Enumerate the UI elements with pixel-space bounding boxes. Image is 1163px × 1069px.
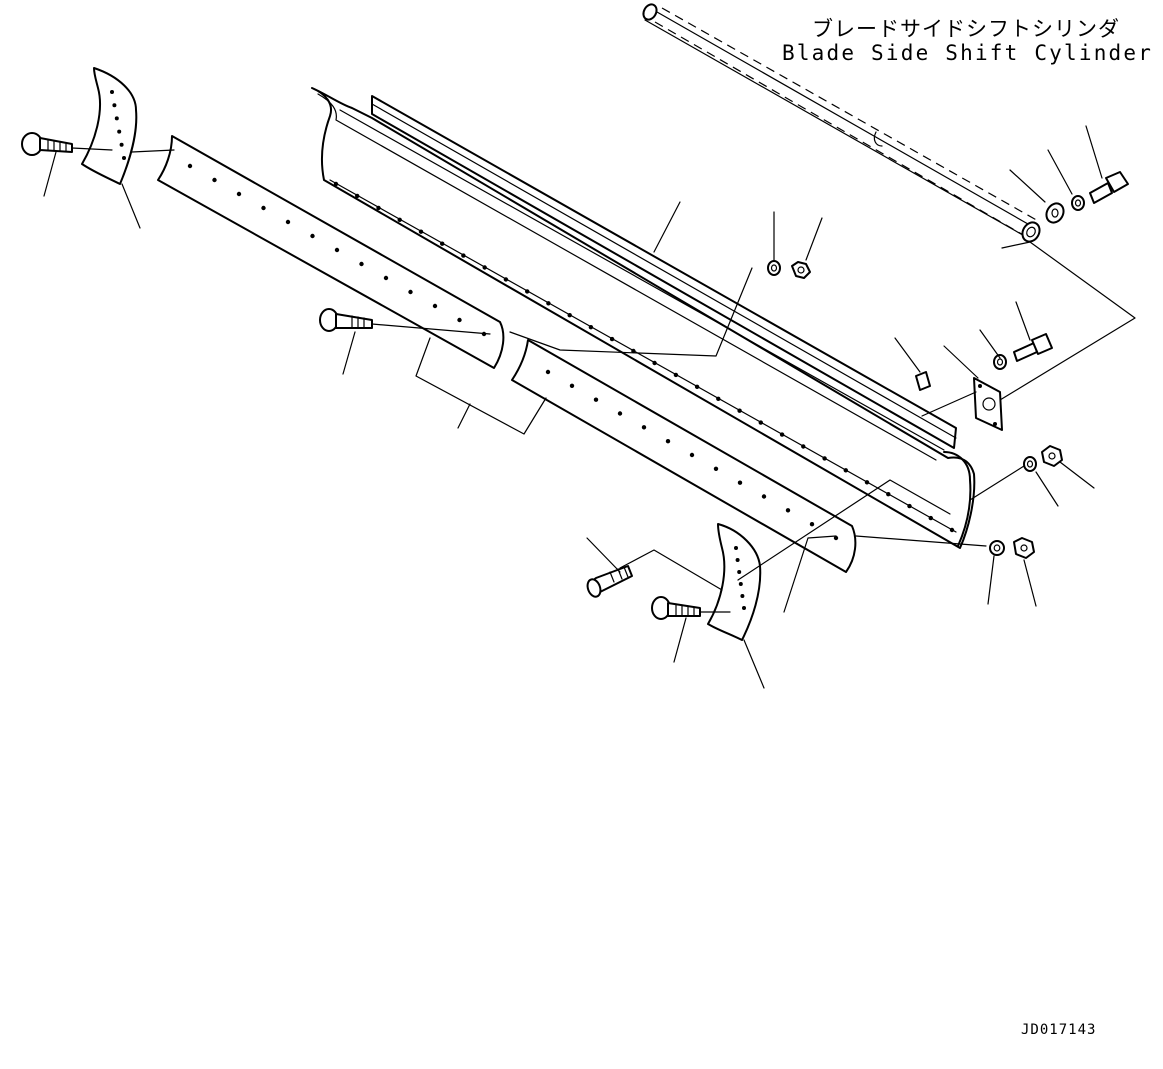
washer-nut-top [509,211,823,357]
bolt-hole [822,456,827,461]
bolt-hole [689,452,695,458]
bolt-hole [567,313,572,318]
end-bit-leader [783,535,837,613]
bolt-hole [694,384,700,389]
bolt-hole [117,129,122,134]
bolt-hole [742,606,746,610]
bracket-hardware [979,301,1053,370]
bolt-hole [609,336,615,342]
bolt-hole [801,444,806,449]
washer-nut-right [969,445,1095,507]
bolt-hole [779,432,785,437]
bolt-hole [440,241,445,246]
plow-bolt-lower-1 [586,537,723,598]
bolt-hole [461,253,466,258]
bolt-hole [631,348,636,354]
bolt-hole [457,317,462,323]
side-shift-cylinder [642,3,1041,243]
moldboard-leader [737,479,951,581]
bolt-hole [482,265,487,270]
bolt-hole [617,411,623,416]
cylinder-leader-line [999,241,1136,401]
cylinder-label-jp: ブレードサイドシフトシリンダ [812,17,1120,41]
bolt-hole [833,535,839,541]
plow-bolt-center [319,308,491,375]
bolt-hole [652,360,657,366]
end-bit-left-leader [131,149,175,153]
bolt-hole [758,420,763,425]
bolt-hole [843,468,848,473]
bolt-hole [761,494,767,499]
bolt-hole [355,193,360,199]
bolt-hole [212,177,217,183]
drawing-number: JD017143 [1021,1022,1097,1038]
cutting-edge-leader [457,403,471,429]
cylinder-hardware [1009,125,1129,224]
bolt-hole [122,156,126,160]
bolt-hole [740,594,745,598]
bolt-hole [928,515,933,521]
bolt-hole [593,397,599,402]
bolt-hole [397,217,402,222]
bolt-hole [545,369,551,375]
bolt-hole [114,116,119,121]
end-bit-left [81,67,141,229]
bolt-hole [383,275,389,281]
blade-moldboard [311,87,976,549]
bolt-hole [949,527,955,533]
end-bit-right [707,523,765,689]
bolt-hole [187,163,193,169]
bolt-hole [735,558,740,562]
bolt-hole [716,396,721,401]
cutting-edge-right [511,339,857,573]
plow-bolt-left [21,132,113,197]
bolt-hole [310,233,315,239]
bolt-hole [809,522,815,527]
bolt-hole [334,247,340,253]
bolt-hole [546,301,551,306]
bolt-hole [673,372,679,378]
bolt-hole [737,408,742,413]
bolt-hole [112,103,117,108]
moldboard-callout-leader [653,201,681,253]
bolt-hole [285,219,291,225]
bolt-hole [236,191,242,197]
bolt-hole [665,439,671,444]
cylinder-label-en: Blade Side Shift Cylinder [782,41,1154,65]
plow-bolt-lower-2 [651,596,731,663]
bolt-hole [525,289,530,294]
bolt-hole [734,546,738,550]
bolt-hole [408,289,413,295]
bolt-hole [785,508,791,513]
bolt-hole [713,466,719,471]
bolt-hole [737,570,742,574]
bolt-hole [588,325,594,330]
bolt-hole [886,492,891,497]
bolt-hole [119,142,124,147]
bracket [921,345,1003,431]
bolt-hole [569,383,575,388]
bolt-hole [432,303,438,309]
bolt-hole [737,480,743,485]
bolt-hole [864,480,870,485]
bolt-hole [738,582,743,586]
bolt-hole [503,277,509,282]
washer-nut-lower [855,535,1037,607]
bolt-hole [907,503,912,509]
bolt-hole [359,261,364,267]
bolt-hole [110,90,114,94]
bolt-hole [333,181,339,187]
bolt-hole [418,229,424,234]
bolt-hole [641,425,647,430]
bolt-hole [261,205,266,211]
grease-fitting [894,337,931,391]
bolt-hole [376,205,381,211]
